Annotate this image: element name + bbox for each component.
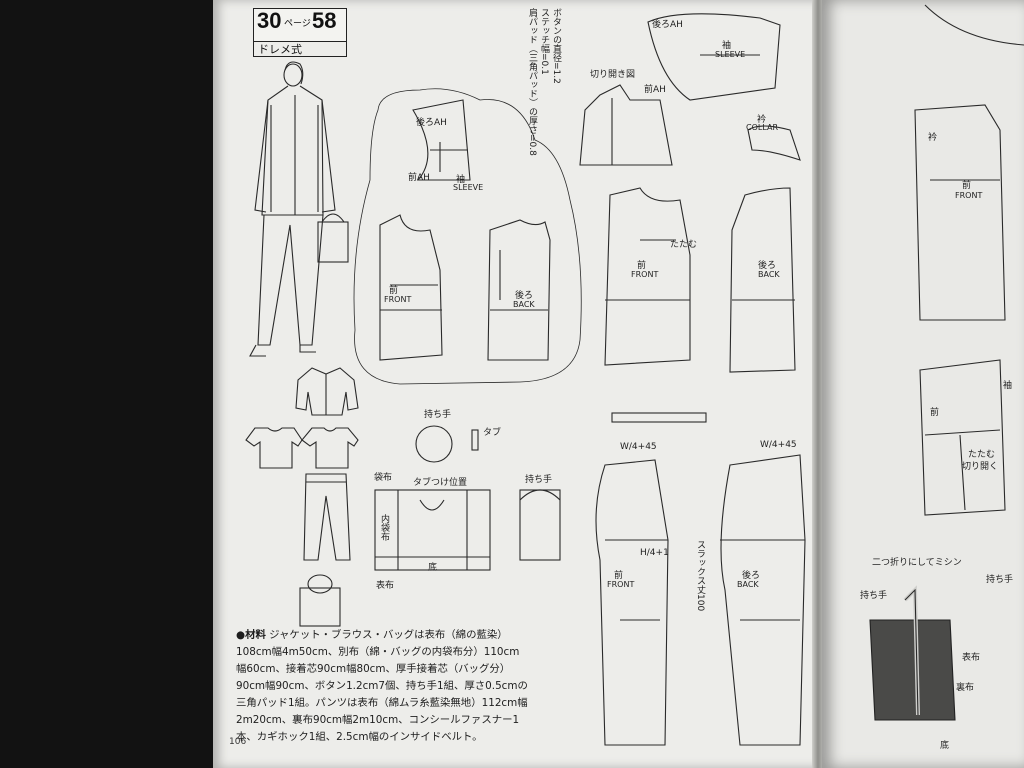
front-center-label-en: FRONT	[631, 270, 659, 279]
right-cut-open-label: 切り開く	[962, 462, 999, 472]
garment-flat-jacket	[295, 367, 359, 416]
back-armhole-top-label: 後ろAH	[652, 20, 683, 30]
sleeve-top-label-en: SLEEVE	[715, 50, 746, 59]
front-label-en: FRONT	[384, 295, 412, 304]
back-center-label-jp: 後ろ	[758, 261, 777, 271]
page-reference-box	[253, 8, 347, 42]
page-ref-main: 30	[257, 8, 282, 33]
materials-bullet-label: ●材料	[236, 629, 266, 641]
inner-bag-label: 内袋布	[379, 514, 389, 541]
handle-label: 持ち手	[424, 410, 452, 420]
right-front-label-jp: 前	[962, 181, 972, 191]
garment-flat-blouses	[245, 427, 359, 469]
right-collar-label: 衿	[928, 133, 938, 143]
bag-body-label: 袋布	[374, 473, 393, 483]
pants-front-waist-label: W/4+45	[620, 442, 657, 452]
fashion-figure-illustration	[249, 61, 349, 357]
sleeve-top-label-jp: 袖	[722, 41, 732, 51]
bag-outer-label: 表布	[376, 581, 395, 591]
dart-fold-label: たたむ	[670, 240, 698, 250]
right-bottom-label: 底	[940, 741, 950, 751]
cut-open-diagram-label: 切り開き図	[590, 70, 636, 80]
back-label-en: BACK	[513, 300, 535, 309]
right-front2-label: 前	[930, 408, 940, 418]
right-handle-label-2: 持ち手	[986, 575, 1014, 585]
bag-bottom-label: 底	[428, 563, 438, 573]
right-sleeve-label: 袖	[1003, 381, 1013, 391]
pants-front-label-en: FRONT	[607, 580, 635, 589]
front-label-jp: 前	[389, 286, 399, 296]
right-outer-fabric-label: 表布	[962, 653, 981, 663]
pants-back-label-jp: 後ろ	[742, 571, 761, 581]
right-handle-label: 持ち手	[860, 591, 888, 601]
materials-text: ●材料 ジャケット・ブラウス・バッグは表布（綿の藍染）108cm幅4m50cm、…	[236, 627, 528, 746]
right-front-label-en: FRONT	[955, 191, 983, 200]
page-ref-pattern: 58	[312, 8, 337, 33]
pants-hip-label: H/4+1	[640, 548, 669, 558]
page-ref-unit: ページ	[284, 19, 311, 29]
sleeve-label-jp: 袖	[456, 175, 466, 185]
slacks-length-label: スラックス丈100	[695, 540, 705, 612]
sleeve-label-en: SLEEVE	[453, 183, 484, 192]
tab-label: タブ	[483, 428, 502, 438]
front-center-label-jp: 前	[637, 261, 647, 271]
style-name: ドレメ式	[258, 43, 302, 56]
pants-back-label-en: BACK	[737, 580, 759, 589]
shoulder-pad-note: 肩パッド（三角パッド）の厚さ=0.8	[527, 8, 537, 156]
pants-back-waist-label: W/4+45	[760, 440, 797, 450]
stitch-width-note: ステッチ幅=0.1	[539, 8, 549, 75]
back-center-label-en: BACK	[758, 270, 780, 279]
page-number: 106	[229, 737, 247, 747]
two-fold-machine-label: 二つ折りにしてミシン	[872, 558, 962, 568]
right-lining-label: 裏布	[956, 683, 975, 693]
pants-front-label-jp: 前	[614, 571, 624, 581]
back-armhole-label: 後ろAH	[416, 118, 447, 128]
front-armhole-top-label: 前AH	[644, 85, 666, 95]
book-gutter	[812, 0, 824, 768]
front-armhole-label: 前AH	[408, 173, 430, 183]
handle-label-2: 持ち手	[525, 475, 553, 485]
right-dart-fold-label: たたむ	[968, 450, 996, 460]
garment-flat-pants	[303, 473, 351, 561]
back-label-jp: 後ろ	[515, 291, 534, 301]
collar-label-jp: 衿	[757, 115, 767, 125]
magazine-page-left	[213, 0, 819, 768]
materials-body: ジャケット・ブラウス・バッグは表布（綿の藍染）108cm幅4m50cm、別布（綿…	[236, 629, 528, 743]
button-spec-note: ボタンの直径=1.2	[551, 8, 561, 84]
bag-flat	[299, 574, 341, 627]
collar-label-en: COLLAR	[746, 123, 779, 132]
style-name-box	[253, 40, 347, 57]
tab-position-label: タブつけ位置	[413, 478, 468, 488]
